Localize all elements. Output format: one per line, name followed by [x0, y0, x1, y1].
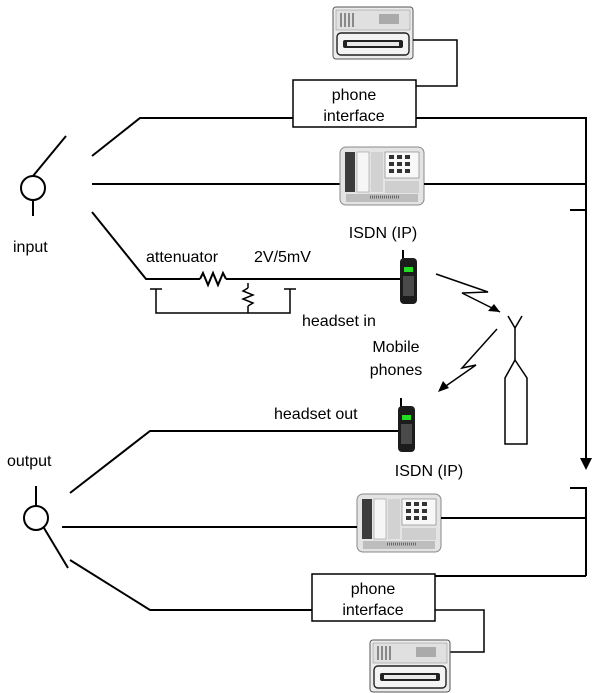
- phone-interface-bottom-label-1: phone: [351, 581, 396, 598]
- phone-cord-top: [413, 39, 458, 87]
- mobile-phones-label-1: Mobile: [372, 339, 419, 356]
- radio-link-up-arrowhead: [488, 304, 500, 312]
- antenna-tip-icon: [507, 315, 523, 330]
- desk-phone-top-icon: [332, 6, 414, 60]
- phone-cord-bottom: [435, 609, 485, 653]
- output-jack-icon: [23, 505, 49, 531]
- mobile-phone-headset-out-icon: [397, 397, 416, 453]
- bus-tap-bottom: [570, 487, 587, 576]
- headset-in-label: headset in: [302, 313, 376, 330]
- output-label: output: [7, 453, 52, 470]
- isdn-bottom-label: ISDN (IP): [395, 463, 463, 480]
- phone-interface-bottom-to-output-wire: [69, 559, 312, 611]
- radio-link-up-icon: [435, 273, 501, 313]
- divider-ground-bus: [155, 289, 291, 314]
- attenuation-ratio-label: 2V/5mV: [254, 249, 311, 266]
- input-wire-to-phone-interface: [91, 117, 293, 157]
- input-jack-icon: [20, 175, 46, 201]
- radio-link-down-arrowhead: [438, 381, 449, 392]
- isdn-top-label: ISDN (IP): [349, 225, 417, 242]
- phone-interface-bottom-box: [311, 573, 436, 622]
- output-switch-arm: [43, 527, 69, 569]
- input-wire-to-attenuator: [91, 211, 200, 280]
- output-wire-from-headset: [69, 430, 398, 494]
- headset-out-label: headset out: [274, 406, 358, 423]
- phone-interface-top-box: [292, 79, 417, 128]
- base-station-icon: [504, 358, 528, 445]
- attenuator-label: attenuator: [146, 249, 219, 266]
- input-switch-arm: [32, 135, 67, 177]
- mobile-phones-label-2: phones: [370, 362, 423, 379]
- phone-interface-bottom-label-2: interface: [342, 602, 403, 619]
- mobile-phone-headset-in-icon: [399, 249, 418, 305]
- isdn-unit-bottom-icon: [355, 492, 443, 554]
- desk-phone-bottom-icon: [369, 639, 451, 693]
- attenuator-shunt-resistor-icon: [240, 287, 256, 307]
- isdn-unit-top-icon: [338, 145, 426, 207]
- phone-interface-top-label-1: phone: [332, 87, 377, 104]
- radio-link-down-icon: [442, 328, 498, 389]
- return-bus-arrowhead: [580, 458, 592, 470]
- input-label: input: [13, 239, 48, 256]
- phone-interface-top-return: [416, 117, 587, 210]
- phone-interface-top-label-2: interface: [323, 108, 384, 125]
- attenuator-series-resistor-icon: [199, 270, 227, 288]
